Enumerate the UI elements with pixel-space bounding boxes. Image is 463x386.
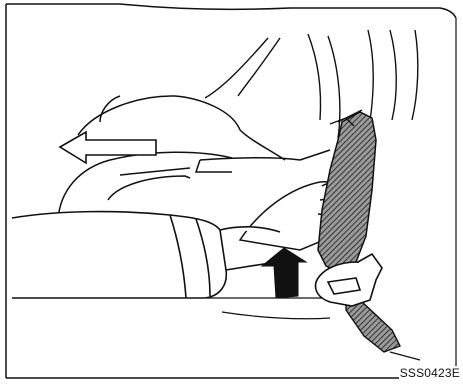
lower-arm <box>12 212 280 298</box>
seatbelt-strap <box>318 110 400 352</box>
figure-code: SSS0423E <box>399 366 461 380</box>
seat-back <box>205 30 418 150</box>
left-arrow-icon <box>60 132 156 163</box>
up-arrow-icon <box>262 248 306 298</box>
figure-border <box>6 4 458 378</box>
